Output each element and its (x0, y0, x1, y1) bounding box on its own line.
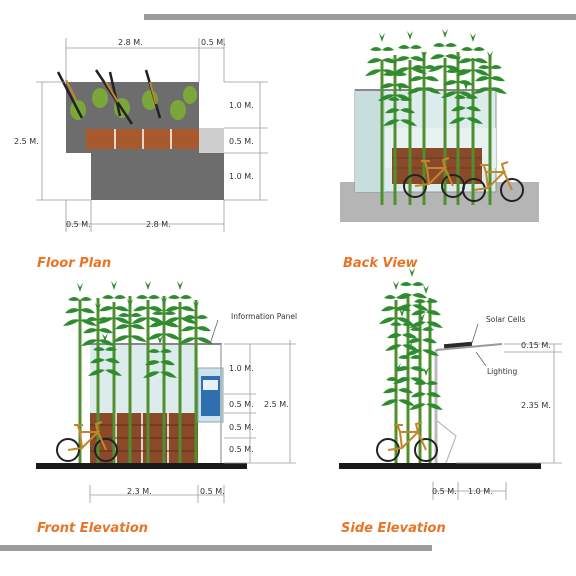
fe-dim-r3: 0.5 M. (229, 423, 254, 432)
fe-dim-bottom-main: 2.3 M. (127, 487, 152, 496)
se-dim-top: 0.15 M. (521, 341, 551, 350)
fe-dim-bottom-side: 0.5 M. (200, 487, 225, 496)
fe-dim-total: 2.5 M. (264, 400, 289, 409)
side-elevation-dims (432, 343, 562, 500)
fp-dim-height: 2.5 M. (14, 137, 39, 146)
floor-plan-drawing (56, 69, 224, 200)
se-dim-bottom-main: 1.0 M. (468, 487, 493, 496)
caption-back-view: Back View (343, 256, 419, 271)
info-panel-label: Information Panel (231, 312, 297, 321)
front-elevation-dims (89, 340, 296, 503)
fp-dim-r2: 0.5 M. (229, 137, 254, 146)
caption-side-elevation: Side Elevation (341, 521, 446, 536)
fp-dim-top-main: 2.8 M. (118, 38, 143, 47)
top-bar (144, 14, 576, 20)
caption-front-elevation: Front Elevation (37, 521, 148, 536)
se-dim-height: 2.35 M. (521, 401, 551, 410)
fp-dim-bottom-main: 2.8 M. (146, 220, 171, 229)
bottom-bar (0, 545, 432, 551)
caption-floor-plan: Floor Plan (37, 256, 111, 271)
side-elevation-drawing (339, 268, 541, 469)
fe-dim-r2: 0.5 M. (229, 400, 254, 409)
fe-dim-r1: 1.0 M. (229, 364, 254, 373)
solar-cells-label: Solar Cells (486, 315, 526, 324)
lighting-label: Lighting (487, 367, 518, 376)
fp-dim-top-side: 0.5 M. (201, 38, 226, 47)
fp-dim-bottom-side: 0.5 M. (66, 220, 91, 229)
fp-dim-r1: 1.0 M. (229, 101, 254, 110)
fp-dim-r3: 1.0 M. (229, 172, 254, 181)
back-view-drawing (340, 29, 539, 222)
fe-dim-r4: 0.5 M. (229, 445, 254, 454)
se-dim-bottom-side: 0.5 M. (432, 487, 457, 496)
front-elevation-drawing (36, 281, 247, 469)
floor-plan-dims (36, 38, 268, 232)
